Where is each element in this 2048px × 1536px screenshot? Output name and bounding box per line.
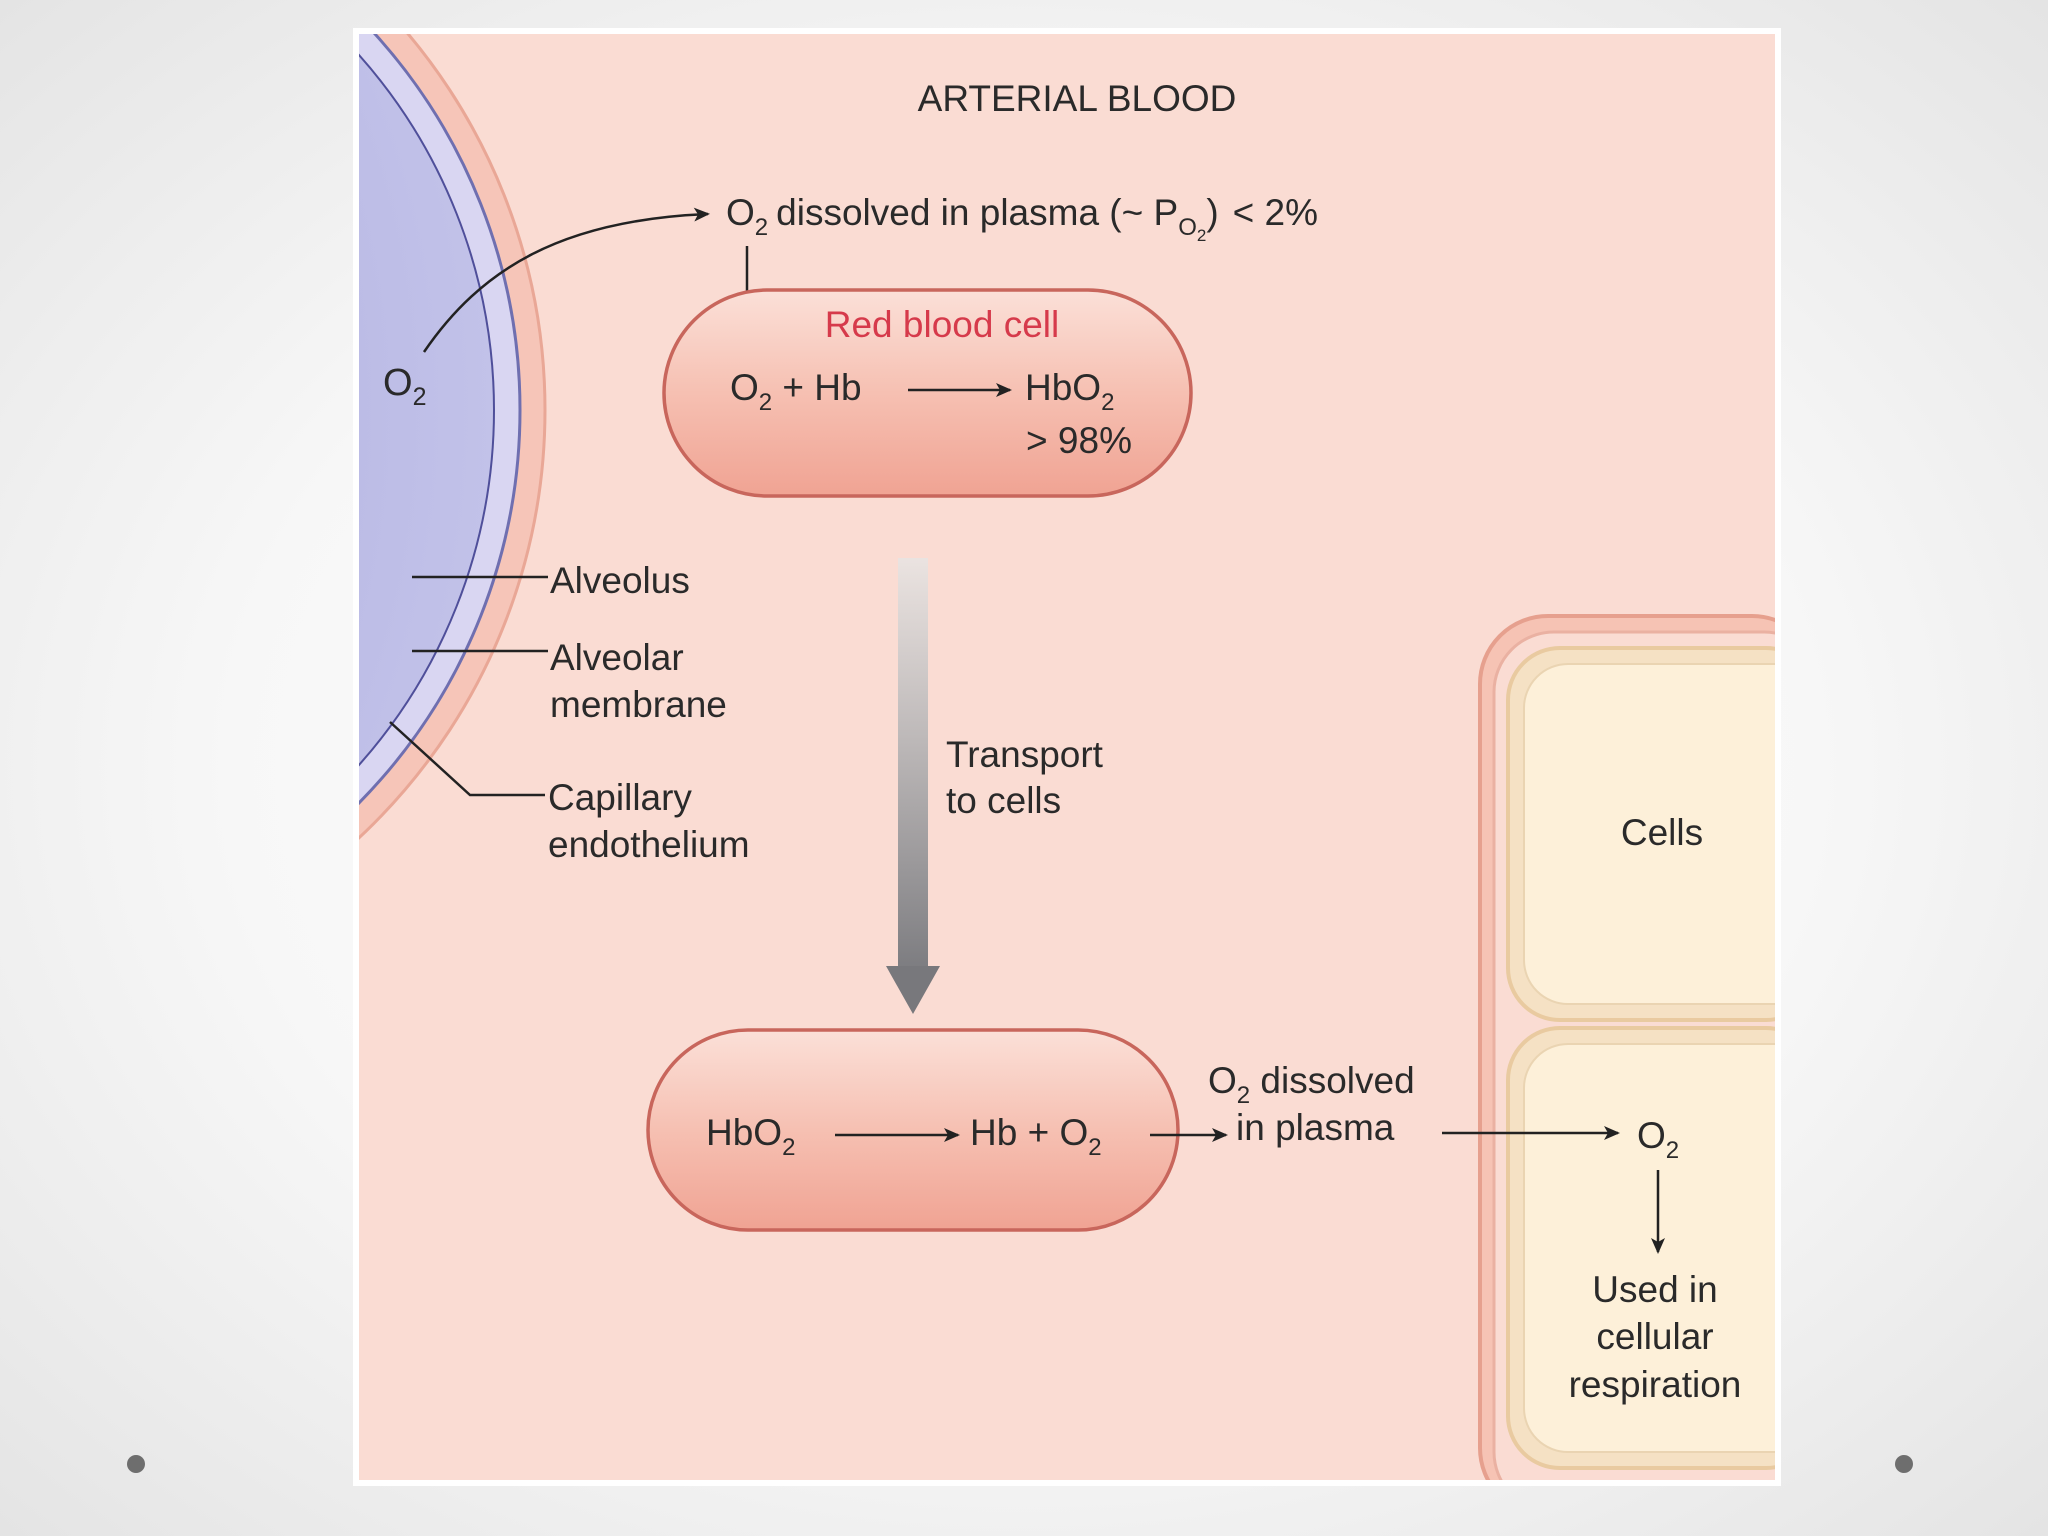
plasma-bottom-line1: O2 dissolved [1208,1060,1415,1109]
capillary-endothelium-pointer [389,721,545,797]
transport-label-line2: to cells [946,780,1061,821]
transport-arrow-shaft [898,558,928,978]
rbc-top-percentage: > 98% [1026,420,1132,461]
transport-label-line1: Transport [946,734,1104,775]
red-blood-cell-top [662,288,1193,498]
diagram-title: ARTERIAL BLOOD [918,78,1237,119]
capillary-endothelium-label-line1: Capillary [548,777,692,818]
diffusion-arrow [422,207,710,353]
rbc-bottom-products: Hb + O2 [970,1112,1102,1161]
alveolar-membrane-label-line1: Alveolar [550,637,684,678]
capillary-endothelium-label-line2: endothelium [548,824,750,865]
alveolus [359,53,495,767]
rbc-top-reactants: O2 + Hb [730,367,862,416]
plasma-bottom-line2: in plasma [1236,1107,1395,1148]
alveolar-membrane-label-line2: membrane [550,684,727,725]
used-in-respiration-line1: Used in [1592,1269,1717,1310]
alveolus-label: Alveolus [550,560,690,601]
cell-upper-inner [1523,663,1775,1005]
alveolus-o2-label: O2 [383,362,426,411]
used-in-respiration-line3: respiration [1569,1364,1742,1405]
cell-o2-label: O2 [1637,1115,1679,1164]
rbc-bottom-reactant: HbO2 [706,1112,795,1161]
slide-bullet-right [1895,1455,1913,1473]
cell-lower-inner [1523,1043,1775,1453]
red-blood-cell-label: Red blood cell [825,304,1059,345]
transport-arrow-head [886,966,940,1014]
cells-label: Cells [1621,812,1703,853]
red-blood-cell-bottom [646,1028,1180,1232]
slide-bullet-left [127,1455,145,1473]
used-in-respiration-line2: cellular [1596,1316,1713,1357]
rbc-top-product: HbO2 [1025,367,1114,416]
